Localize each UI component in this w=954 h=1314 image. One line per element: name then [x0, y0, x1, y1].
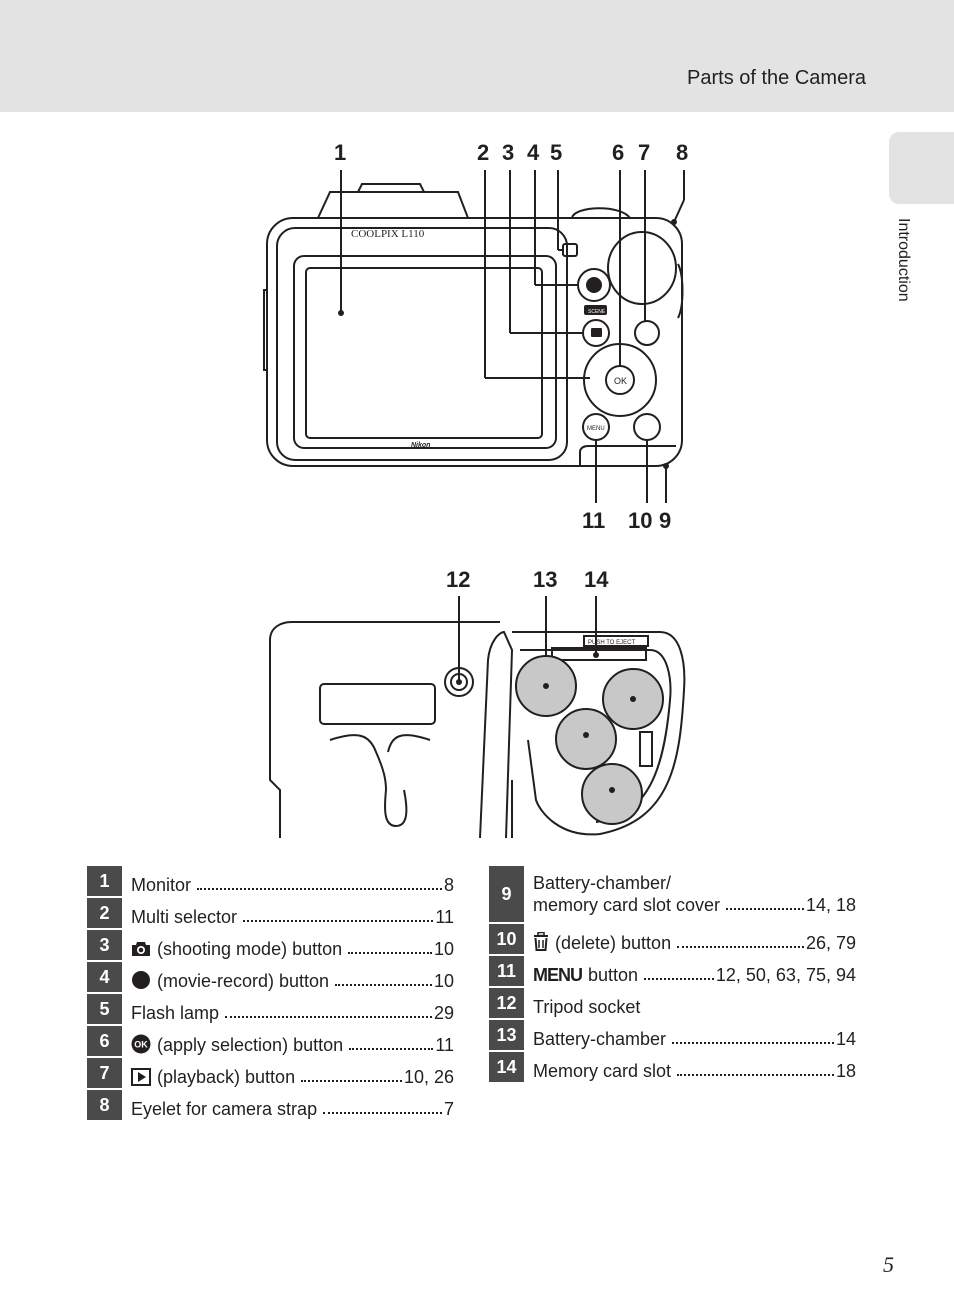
part-row: 3 (shooting mode) button 10 — [87, 930, 454, 960]
part-pages: 26, 79 — [805, 933, 856, 953]
part-pages: 29 — [433, 1003, 454, 1023]
part-number: 13 — [489, 1020, 524, 1050]
ok-button-label: OK — [614, 376, 627, 386]
menu-button-label: MENU — [587, 426, 605, 432]
part-number: 1 — [87, 866, 122, 896]
part-label: (apply selection) button — [157, 1035, 344, 1055]
parts-table-left: 1 Monitor 8 2 Multi selector 11 3 (shootin… — [87, 866, 454, 1122]
camera-icon — [132, 942, 150, 956]
part-pages: 7 — [443, 1099, 454, 1119]
part-label: (movie-record) button — [157, 971, 330, 991]
part-pages: 11 — [435, 1035, 454, 1055]
part-number: 11 — [489, 956, 524, 986]
part-number: 9 — [489, 866, 524, 922]
part-row: 10 (delete) button 26, 79 — [489, 924, 856, 954]
part-pages: 14, 18 — [805, 895, 856, 915]
section-tab — [889, 132, 954, 204]
part-label: Multi selector — [131, 907, 238, 927]
callout-1: 1 — [334, 140, 347, 165]
part-number: 2 — [87, 898, 122, 928]
part-label: Memory card slot — [533, 1061, 672, 1081]
part-row: 14 Memory card slot 18 — [489, 1052, 856, 1082]
part-pages: 12, 50, 63, 75, 94 — [715, 965, 856, 985]
ok-icon: OK — [131, 1034, 151, 1054]
part-row: 9 Battery-chamber/ memory card slot cove… — [489, 866, 856, 922]
part-label-continued: memory card slot cover — [533, 895, 721, 915]
part-label: Battery-chamber — [533, 1029, 667, 1049]
part-label: (playback) button — [157, 1067, 296, 1087]
callout-6: 6 — [612, 140, 625, 165]
part-number: 14 — [489, 1052, 524, 1082]
section-title: Parts of the Camera — [687, 67, 866, 89]
camera-model-label: COOLPIX L110 — [351, 228, 425, 240]
part-label: (delete) button — [555, 933, 672, 953]
part-row: 4 (movie-record) button 10 — [87, 962, 454, 992]
callout-5: 5 — [550, 140, 563, 165]
part-number: 4 — [87, 962, 122, 992]
part-label: Eyelet for camera strap — [131, 1099, 318, 1119]
part-label: Monitor — [131, 875, 192, 895]
part-label: Flash lamp — [131, 1003, 220, 1023]
callout-11: 11 — [582, 508, 606, 533]
callout-3: 3 — [502, 140, 515, 165]
callout-8: 8 — [676, 140, 689, 165]
part-row: 1 Monitor 8 — [87, 866, 454, 896]
record-dot-icon — [132, 971, 150, 989]
part-number: 12 — [489, 988, 524, 1018]
part-number: 6 — [87, 1026, 122, 1056]
callout-7: 7 — [638, 140, 651, 165]
part-label: Tripod socket — [533, 997, 641, 1017]
callout-14: 14 — [584, 567, 609, 592]
part-row: 13 Battery-chamber 14 — [489, 1020, 856, 1050]
scene-label: SCENE — [588, 309, 606, 315]
playback-icon — [131, 1068, 151, 1086]
callout-2: 2 — [477, 140, 490, 165]
header-band — [0, 0, 954, 112]
part-pages: 11 — [435, 907, 454, 927]
part-row: 5 Flash lamp 29 — [87, 994, 454, 1024]
part-label: Battery-chamber/ — [533, 873, 672, 893]
part-row: 11 MENU button 12, 50, 63, 75, 94 — [489, 956, 856, 986]
eject-label: PUSH TO EJECT — [588, 640, 635, 646]
part-pages: 10, 26 — [403, 1067, 454, 1087]
parts-table-right: 9 Battery-chamber/ memory card slot cove… — [489, 866, 856, 1084]
trash-icon — [534, 932, 548, 951]
callout-12: 12 — [446, 567, 471, 592]
menu-icon: MENU — [533, 965, 583, 985]
part-row: 6 OK (apply selection) button 11 — [87, 1026, 454, 1056]
camera-bottom-diagram: PUSH TO EJECT — [269, 596, 686, 839]
page-number: 5 — [883, 1252, 894, 1277]
camera-brand-logo: Nikon — [411, 442, 430, 449]
part-row: 2 Multi selector 11 — [87, 898, 454, 928]
section-tab-label: Introduction — [895, 218, 912, 302]
part-row: 8 Eyelet for camera strap 7 — [87, 1090, 454, 1120]
camera-back-diagram: COOLPIX L110 Nikon SCENE OK MENU — [263, 170, 685, 503]
callout-4: 4 — [527, 140, 540, 165]
callout-10: 10 — [628, 508, 653, 533]
callout-13: 13 — [533, 567, 558, 592]
part-number: 8 — [87, 1090, 122, 1120]
svg-text:OK: OK — [134, 1040, 148, 1050]
part-label: (shooting mode) button — [157, 939, 343, 959]
part-pages: 18 — [835, 1061, 856, 1081]
part-number: 10 — [489, 924, 524, 954]
part-number: 3 — [87, 930, 122, 960]
part-row: 7 (playback) button 10, 26 — [87, 1058, 454, 1088]
part-pages: 10 — [433, 971, 454, 991]
callout-9: 9 — [659, 508, 672, 533]
part-row: 12 Tripod socket — [489, 988, 856, 1018]
part-pages: 14 — [835, 1029, 856, 1049]
part-number: 5 — [87, 994, 122, 1024]
part-number: 7 — [87, 1058, 122, 1088]
part-pages: 8 — [443, 875, 454, 895]
part-pages: 10 — [433, 939, 454, 959]
part-label: button — [588, 965, 639, 985]
